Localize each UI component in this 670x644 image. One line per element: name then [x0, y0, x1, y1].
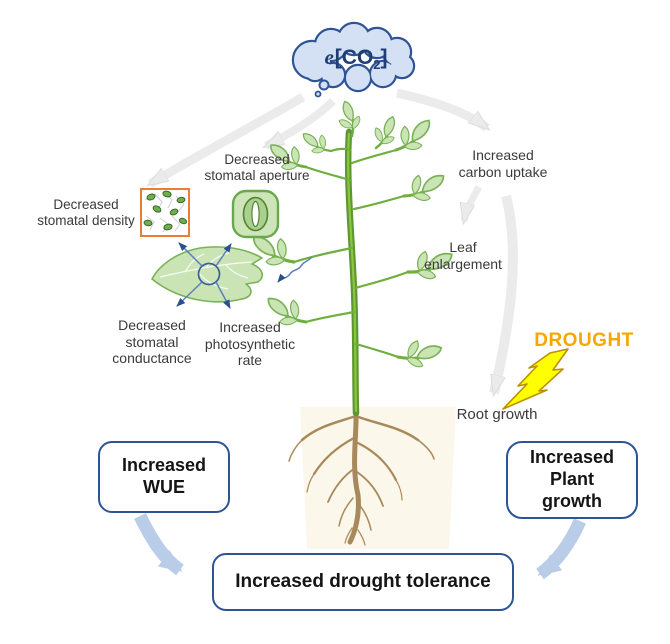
stoma-aperture-icon — [231, 189, 280, 239]
label-photosynthetic-rate: Increased photosynthetic rate — [204, 319, 296, 369]
zoom-circle-icon — [197, 262, 221, 286]
arrow-carbon-to-leaf-enlargement — [464, 185, 483, 221]
stomata-micrograph-icon — [140, 188, 190, 237]
label-stomatal-density: Decreased stomatal density — [37, 197, 135, 228]
cloud-label: e[CO2] — [324, 45, 387, 72]
leaf-effect-arrows — [176, 242, 313, 309]
arrow-cloud-to-aperture — [266, 98, 336, 150]
arrow-wue-to-tolerance — [134, 513, 184, 576]
arrow-plant-to-leaf — [277, 256, 313, 283]
label-stomatal-aperture: Decreased stomatal aperture — [204, 152, 310, 183]
arrow-cloud-to-density — [150, 93, 306, 188]
label-root-growth: Root growth — [456, 406, 538, 423]
label-leaf-enlargement: Leaf enlargement — [424, 239, 502, 272]
outcome-arrows — [134, 513, 586, 580]
cloud-label-sub: 2 — [373, 57, 381, 73]
arrow-carbon-to-root-growth — [489, 194, 518, 393]
box-increased-drought-tolerance: Increased drought tolerance — [212, 553, 514, 611]
label-drought: DROUGHT — [534, 330, 634, 351]
root-system-icon — [288, 407, 435, 546]
tomato-plant-icon — [250, 98, 456, 417]
arrow-growth-to-tolerance — [536, 518, 586, 580]
leaf-icon — [151, 246, 264, 303]
cloud-label-open: [CO — [334, 46, 374, 69]
arrow-cloud-to-carbon-uptake — [396, 88, 487, 132]
gray-arrows — [150, 88, 518, 393]
box-increased-plant-growth: Increased Plant growth — [506, 441, 638, 519]
thought-cloud-icon — [291, 21, 416, 98]
cloud-label-e: e — [324, 45, 334, 69]
label-stomatal-conductance: Decreased stomatal conductance — [112, 317, 192, 367]
cloud-label-close: ] — [380, 46, 388, 69]
box-increased-wue: Increased WUE — [98, 441, 230, 513]
lightning-bolt-icon — [502, 348, 569, 410]
label-carbon-uptake: Increased carbon uptake — [458, 147, 548, 180]
soil-background — [300, 407, 456, 549]
